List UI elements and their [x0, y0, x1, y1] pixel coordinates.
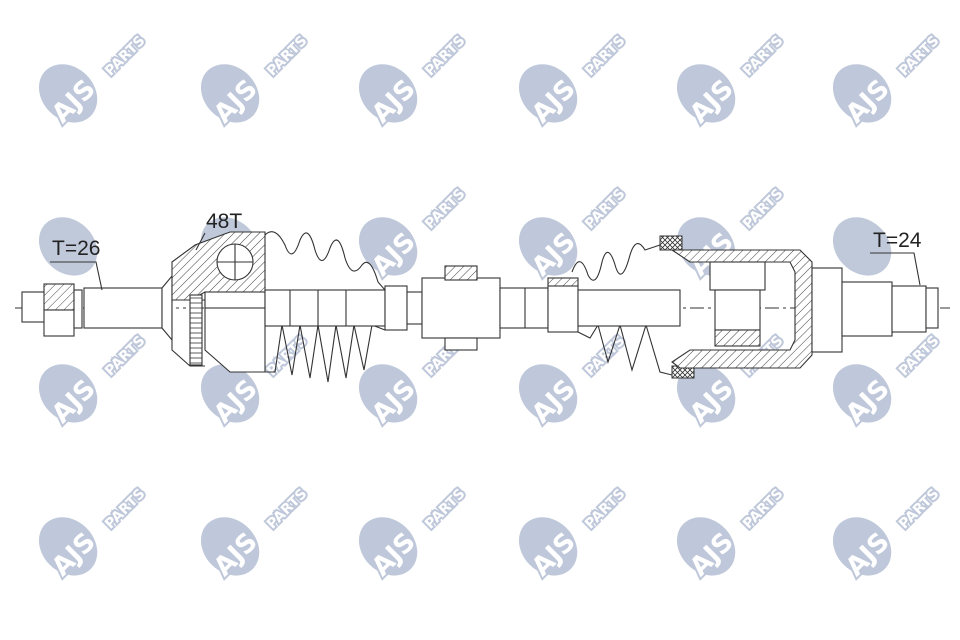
watermark-blob	[518, 64, 578, 123]
watermark-sub: PARTS	[422, 186, 468, 232]
watermark-sub: PARTS	[740, 486, 786, 532]
inner-tripod-joint	[670, 249, 843, 369]
label-abs-ring: 48T	[195, 210, 242, 251]
left-teeth-label: T=26	[52, 237, 100, 260]
watermark-logo	[38, 217, 98, 276]
watermark-blob	[358, 64, 418, 123]
watermark-sub: PARTS	[102, 333, 148, 379]
watermark-blob	[200, 517, 260, 576]
label-left-teeth: T=26	[50, 237, 103, 291]
watermark-sub: PARTS	[102, 486, 148, 532]
watermark-sub: PARTS	[896, 33, 942, 79]
right-teeth-label: T=24	[873, 229, 922, 252]
watermark-blob	[358, 517, 418, 576]
outer-cv-joint	[171, 231, 266, 373]
mid-shaft	[384, 265, 579, 351]
watermark-blob	[832, 517, 892, 576]
watermark-sub: PARTS	[740, 186, 786, 232]
watermark-sub: PARTS	[582, 486, 628, 532]
watermark-blob	[38, 517, 98, 576]
watermark-blob	[518, 364, 578, 423]
watermark-blob	[832, 217, 892, 276]
outer-boot	[264, 231, 386, 383]
watermark-sub: PARTS	[582, 33, 628, 79]
watermark-sub: PARTS	[896, 333, 942, 379]
drive-shaft	[15, 231, 950, 383]
watermark-blob	[832, 364, 892, 423]
watermark-blob	[200, 64, 260, 123]
watermark-blob	[518, 517, 578, 576]
watermark-sub: PARTS	[264, 33, 310, 79]
watermark-blob	[518, 217, 578, 276]
watermark-blob	[200, 364, 260, 423]
watermark-blob	[832, 64, 892, 123]
watermark-sub: PARTS	[896, 486, 942, 532]
watermark-blob	[358, 217, 418, 276]
abs-ring	[189, 294, 203, 366]
inner-boot	[571, 235, 695, 379]
watermark-sub: PARTS	[422, 33, 468, 79]
label-right-teeth: T=24	[870, 229, 922, 286]
outer-stub-shaft	[21, 274, 173, 342]
watermark-sub: PARTS	[264, 486, 310, 532]
watermark-logo	[832, 217, 892, 276]
watermark-sub: PARTS	[740, 33, 786, 79]
watermark-blob	[676, 517, 736, 576]
watermark-blob	[676, 64, 736, 123]
watermark-sub: PARTS	[582, 186, 628, 232]
watermark-sub: PARTS	[422, 486, 468, 532]
damper	[421, 277, 501, 339]
inner-stub-shaft	[841, 281, 939, 337]
watermark-blob	[358, 364, 418, 423]
watermark-blob	[38, 217, 98, 276]
watermark-blob	[38, 64, 98, 123]
watermark-blob	[38, 364, 98, 423]
watermark-sub: PARTS	[102, 33, 148, 79]
watermark-blob	[676, 364, 736, 423]
abs-ring-label: 48T	[206, 210, 242, 233]
watermark-sub: PARTS	[582, 333, 628, 379]
